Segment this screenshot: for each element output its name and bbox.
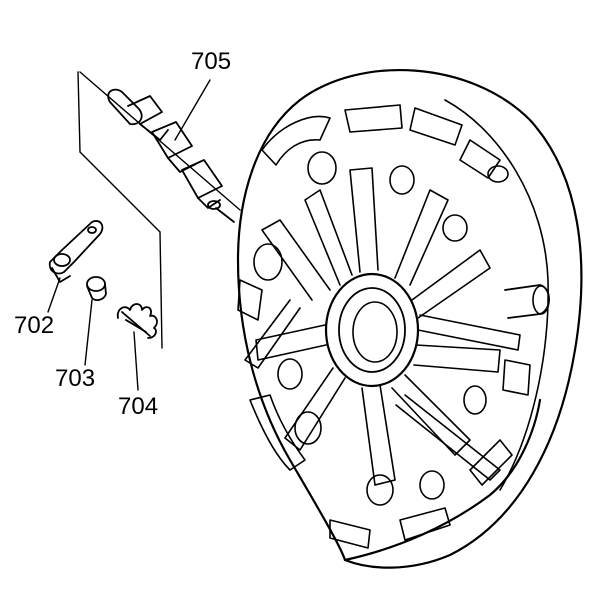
pump-channels (255, 167, 501, 486)
pump-body-rim-inner (444, 99, 549, 491)
pump-body-rim (298, 69, 583, 569)
leader-703 (84, 299, 93, 366)
part-705-valve (107, 79, 235, 223)
leader-704 (133, 331, 139, 391)
part-702-retainer (47, 220, 104, 313)
pump-body-face (236, 98, 542, 562)
leader-702 (47, 277, 61, 313)
leader-705 (174, 79, 211, 141)
pump-body-boss (487, 165, 509, 183)
pump-rib-bars (244, 299, 521, 481)
part-703-plug (84, 276, 107, 366)
callout-702: 702 (14, 312, 55, 339)
pump-hub-inner (352, 301, 398, 363)
pump-body-stub-end (532, 285, 550, 315)
pump-body (236, 69, 583, 569)
callout-705: 705 (191, 48, 232, 75)
pump-hub-mid (338, 287, 406, 373)
pump-pockets (237, 104, 531, 549)
callout-703: 703 (55, 365, 96, 392)
part-704-spring (116, 303, 158, 391)
group-bracket (77, 71, 241, 349)
callout-704: 704 (118, 393, 159, 420)
